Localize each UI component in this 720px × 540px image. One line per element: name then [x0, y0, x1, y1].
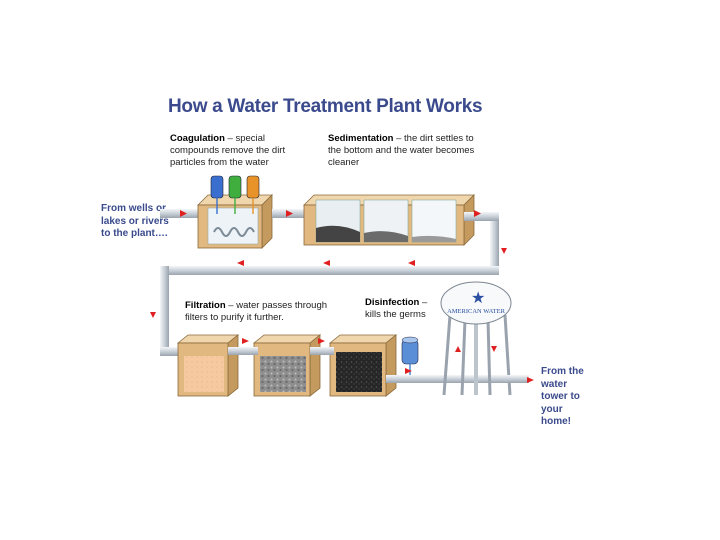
destination-line-2: water — [541, 378, 568, 390]
arrow-right-icon — [527, 377, 534, 383]
arrow-right-icon — [405, 368, 412, 374]
flow-arrows — [150, 210, 534, 383]
filtration-desc-2: filters to purify it further. — [185, 312, 284, 323]
destination-line-5: home! — [541, 416, 571, 427]
source-line-1: From wells or — [101, 203, 167, 214]
arrow-up-icon — [455, 346, 461, 352]
pipe-to-tower — [386, 375, 526, 383]
disinfection-desc-1: – — [422, 297, 428, 308]
arrow-right-icon — [180, 210, 187, 217]
water-tower: ★ — [440, 281, 512, 396]
destination-label: From the water tower to your home! — [541, 366, 584, 429]
disinfection-tank — [401, 336, 419, 375]
source-label: From wells or lakes or rivers to the pla… — [101, 203, 169, 241]
gravel-filter — [260, 356, 306, 392]
destination-line-4: your — [541, 403, 563, 415]
source-line-3: to the plant…. — [101, 228, 168, 239]
filtration-name: Filtration — [185, 300, 226, 311]
arrow-down-icon — [150, 312, 156, 318]
pipe-left-down — [160, 266, 169, 356]
pipe-sed-exit — [464, 212, 499, 221]
arrow-left-icon — [408, 260, 415, 266]
charcoal-filter — [336, 352, 382, 392]
chemical-drum-green — [228, 175, 242, 199]
arrow-left-icon — [237, 260, 244, 266]
arrow-right-icon — [242, 338, 249, 344]
coagulation-desc-1: – special — [227, 133, 266, 144]
coagulation-desc-2: compounds remove the dirt — [170, 145, 286, 156]
disinfection-label: Disinfection – kills the germs — [365, 297, 427, 321]
arrow-right-icon — [474, 210, 481, 217]
coagulation-name: Coagulation — [170, 133, 225, 144]
source-line-2: lakes or rivers — [101, 215, 169, 227]
disinfection-desc-2: kills the germs — [365, 309, 426, 320]
coagulation-tank — [197, 175, 273, 249]
filtration-tanks — [176, 334, 398, 397]
destination-line-3: tower to — [541, 391, 580, 402]
pipe-to-home — [505, 375, 529, 383]
sedimentation-name: Sedimentation — [328, 133, 394, 144]
destination-line-1: From the — [541, 366, 584, 377]
pipe-right-down — [490, 212, 499, 274]
arrow-left-icon — [323, 260, 330, 266]
sedimentation-desc-2: the bottom and the water becomes — [328, 145, 475, 156]
pipe-filter-2-3 — [310, 347, 334, 355]
arrow-down-icon — [491, 346, 497, 352]
filtration-label: Filtration – water passes through filter… — [185, 300, 327, 324]
sand-filter — [184, 356, 224, 392]
arrow-down-icon — [501, 248, 507, 254]
pipe-to-filter — [160, 347, 182, 356]
pipe-filter-1-2 — [228, 347, 258, 355]
coagulation-label: Coagulation – special compounds remove t… — [170, 133, 285, 169]
tower-star-icon: ★ — [471, 288, 485, 307]
sedimentation-desc-3: cleaner — [328, 157, 360, 168]
arrow-right-icon — [286, 210, 293, 217]
filtration-desc-1: – water passes through — [228, 300, 328, 311]
sedimentation-desc-1: – the dirt settles to — [396, 133, 474, 144]
chemical-drum-orange — [246, 175, 260, 199]
tower-logo: AMERICAN WATER — [447, 308, 506, 315]
page-title: How a Water Treatment Plant Works — [168, 96, 483, 117]
chemical-drum-blue — [210, 175, 224, 199]
sedimentation-tanks — [303, 194, 475, 246]
coagulation-desc-3: particles from the water — [170, 157, 269, 168]
sedimentation-label: Sedimentation – the dirt settles to the … — [328, 133, 474, 169]
disinfection-name: Disinfection — [365, 297, 420, 308]
pipe-return — [160, 266, 499, 275]
arrow-right-icon — [318, 338, 325, 344]
